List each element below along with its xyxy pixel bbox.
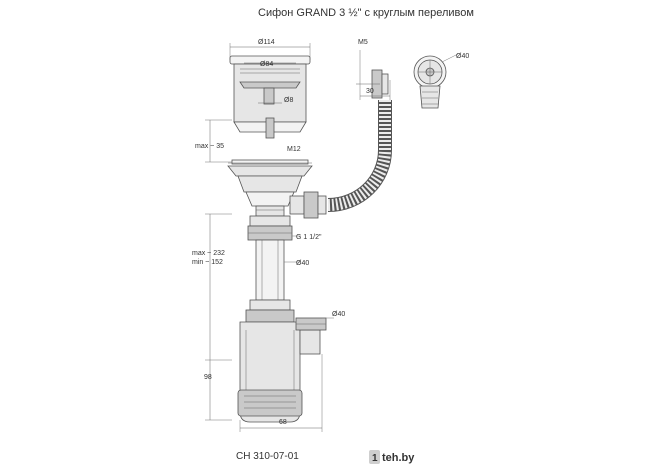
dim-h98: 98 <box>204 374 212 381</box>
drawing-title: Сифон GRAND 3 ½" с круглым переливом <box>258 7 474 19</box>
dim-d40-tube: Ø40 <box>296 260 309 267</box>
dim-m5: M5 <box>358 39 368 46</box>
dim-d114: Ø114 <box>258 39 275 46</box>
overflow-hose <box>327 100 392 212</box>
dim-min152: min ~ 152 <box>192 259 223 266</box>
sink-outlet <box>227 159 313 217</box>
dim-30: 30 <box>366 88 374 95</box>
watermark-text: teh.by <box>382 452 415 464</box>
dim-d8: Ø8 <box>284 97 293 104</box>
product-code: CH 310-07-01 <box>236 451 299 462</box>
dim-m12: M12 <box>287 146 301 153</box>
bottle-trap <box>237 317 327 423</box>
watermark-logo: 1 teh.by <box>369 450 415 464</box>
dim-d40-outlet: Ø40 <box>332 311 345 318</box>
dim-w68: 68 <box>279 419 287 426</box>
vertical-tube <box>245 215 295 323</box>
dim-max232: max ~ 232 <box>192 250 225 257</box>
overflow-branch <box>289 191 327 219</box>
overflow-head-front <box>413 53 459 109</box>
dim-g112: G 1 1/2" <box>296 234 322 241</box>
dim-max35: max ~ 35 <box>195 143 224 150</box>
svg-text:1: 1 <box>372 453 378 464</box>
strainer-basket <box>229 43 311 139</box>
dim-d40-overflow: Ø40 <box>456 53 469 60</box>
overflow-head-side <box>356 50 391 100</box>
dim-d84: Ø84 <box>260 61 273 68</box>
